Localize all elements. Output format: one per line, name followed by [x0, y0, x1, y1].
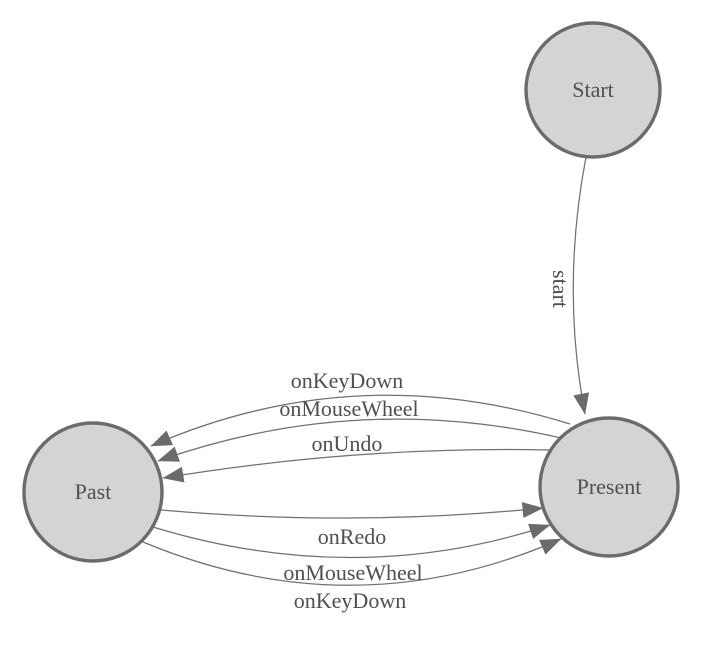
edge-label-onmousewheel-top: onMouseWheel	[279, 396, 418, 421]
edge-present-to-past-onmousewheel	[157, 418, 562, 462]
edge-label-onmousewheel-bottom: onMouseWheel	[283, 560, 422, 585]
edge-label-onkeydown-top: onKeyDown	[291, 368, 403, 393]
state-node-present	[538, 416, 680, 558]
edge-past-to-present-onmousewheel	[152, 523, 551, 559]
edge-present-to-past-onkeydown	[150, 394, 571, 447]
state-node-past	[22, 421, 164, 563]
edge-label-onkeydown-bottom: onKeyDown	[294, 588, 406, 613]
state-label-past: Past	[75, 479, 112, 504]
edge-present-to-past-onundo	[162, 448, 550, 483]
state-label-present: Present	[577, 474, 642, 499]
edge-past-to-present-onkeydown	[142, 538, 562, 586]
state-label-start: Start	[572, 77, 614, 102]
state-node-start	[524, 21, 662, 159]
edge-label-start: start	[548, 270, 573, 308]
edge-past-to-present-onredo	[160, 502, 544, 519]
edge-label-onredo: onRedo	[318, 524, 386, 549]
edge-start-to-present	[572, 156, 590, 415]
edge-label-onundo: onUndo	[312, 431, 383, 456]
